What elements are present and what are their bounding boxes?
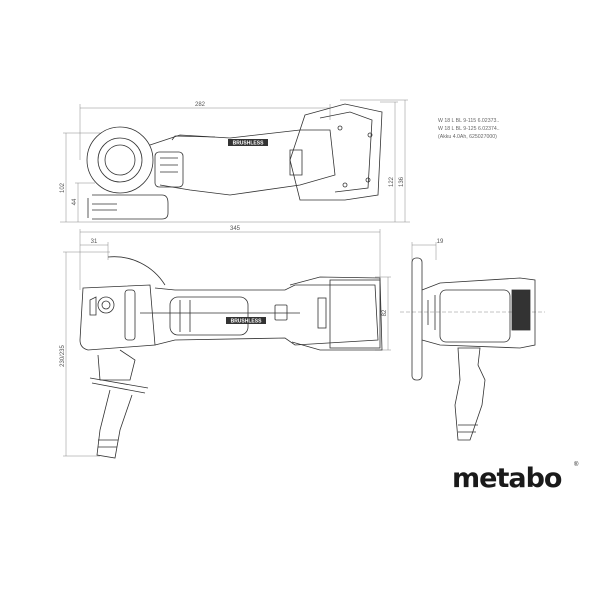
dimension-labels: 282 102 44 122 136 345 31 230/235 82 19 bbox=[60, 102, 444, 367]
dim-battery-width: 82 bbox=[382, 309, 388, 316]
metabo-logo: metabo bbox=[452, 463, 562, 494]
spec-line-1: W 18 L BL 9-115 6.02373.. bbox=[438, 118, 500, 124]
dim-top-length: 282 bbox=[195, 102, 206, 108]
spec-block: W 18 L BL 9-115 6.02373.. W 18 L BL 9-12… bbox=[438, 118, 500, 140]
spec-line-3: (Akku 4.0Ah, 625027000) bbox=[438, 134, 497, 140]
dim-top-left-height: 102 bbox=[60, 182, 66, 193]
registered-mark: ® bbox=[574, 462, 579, 468]
brushless-label-bottom: BRUSHLESS bbox=[226, 317, 266, 325]
side-view bbox=[411, 257, 536, 441]
brushless-text-top: BRUSHLESS bbox=[233, 141, 265, 147]
dim-top-left-small: 44 bbox=[72, 198, 78, 205]
dim-mid-offset: 31 bbox=[91, 239, 98, 245]
top-view bbox=[86, 103, 383, 220]
dim-side-guard: 19 bbox=[437, 239, 444, 245]
brushless-text-bottom: BRUSHLESS bbox=[231, 319, 263, 325]
brushless-label-top: BRUSHLESS bbox=[228, 139, 268, 147]
brushless-badge-bottom bbox=[226, 317, 266, 324]
spec-line-2: W 18 L BL 9-125 6.02374.. bbox=[438, 126, 500, 132]
bottom-view bbox=[79, 256, 383, 459]
brushless-badge-top bbox=[228, 139, 268, 146]
dim-mid-height: 230/235 bbox=[60, 345, 66, 367]
dim-top-right-outer: 136 bbox=[399, 176, 405, 187]
dim-top-right-inner: 122 bbox=[389, 176, 395, 187]
dimension-lines bbox=[60, 99, 545, 457]
dim-mid-length: 345 bbox=[230, 226, 241, 232]
